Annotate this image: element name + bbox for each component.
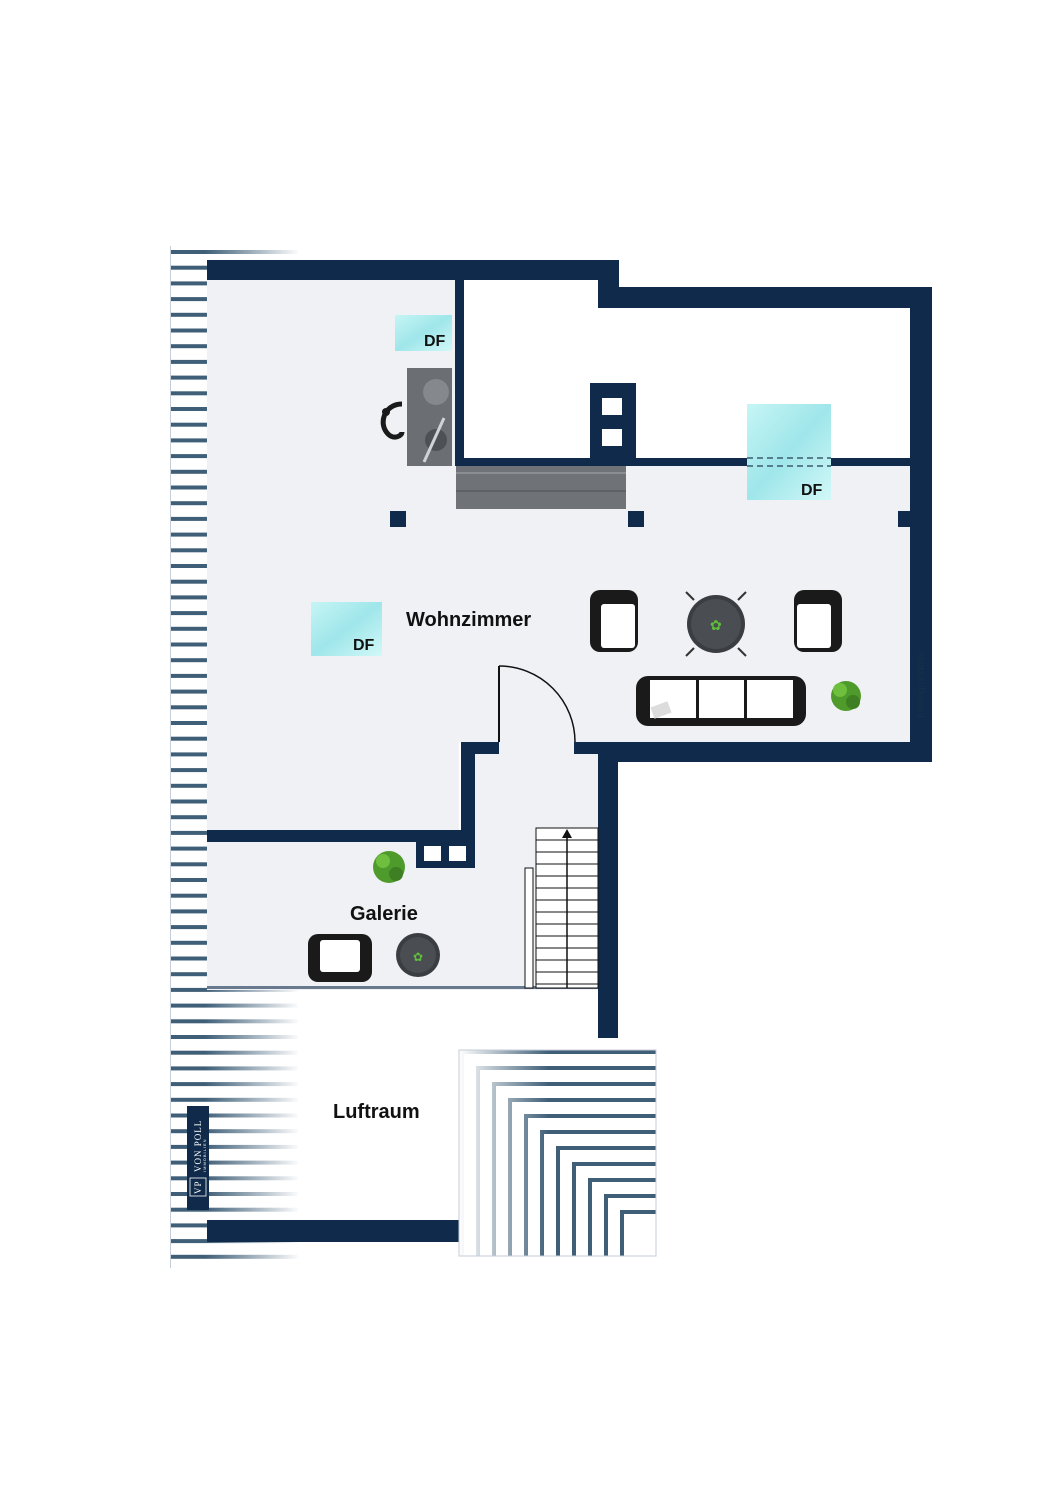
terrace-corner-slat (620, 1210, 656, 1256)
sofa-pillow (650, 701, 672, 719)
armchair-left-seat (601, 604, 635, 648)
galerie-plant-leaf-2 (389, 867, 403, 881)
wall-bottom (207, 1220, 459, 1242)
galerie-table-top (400, 937, 436, 973)
wall-stair-right (598, 742, 618, 1038)
sofa-cushion-3 (747, 680, 793, 718)
desk-lamp (423, 379, 449, 405)
terrace-edge (170, 246, 171, 1268)
wall-top-left (207, 260, 619, 280)
terrace-corner-slat (572, 1162, 656, 1256)
table-leg-1 (685, 591, 695, 601)
terrace-corner-slat (556, 1146, 656, 1256)
round-table-top (691, 599, 741, 649)
wall-right (910, 287, 932, 762)
chimney-vent-1 (602, 398, 622, 415)
skylight-1 (395, 315, 452, 351)
pillar-vent-2 (449, 846, 466, 861)
terrace-corner (458, 1049, 657, 1257)
skylight-2-label: DF (801, 482, 823, 499)
skylight-2 (747, 404, 831, 500)
door (498, 665, 576, 743)
chimney-vent-2 (602, 429, 622, 446)
wohnzimmer-floor-left (207, 280, 459, 832)
wall-door-right (574, 742, 598, 754)
galerie-plant-leaf-1 (376, 854, 390, 868)
wall-bottom-right (598, 742, 932, 762)
door-arc (498, 665, 576, 743)
wall-inner-bottom (455, 458, 910, 466)
logo: VP VON POLL IMMOBILIEN (187, 1106, 209, 1210)
plant-leaf-1 (833, 683, 847, 697)
armchair-right-seat (797, 604, 831, 648)
stair-railing (524, 867, 534, 989)
terrace-corner-slat (604, 1194, 656, 1256)
desk-pen (422, 417, 446, 463)
terrace-corner-border (458, 1049, 657, 1257)
logo-name: VON POLL (193, 1120, 203, 1172)
table-leg-2 (737, 591, 747, 601)
room-label-galerie: Galerie (350, 903, 418, 925)
counter-line-2 (456, 490, 626, 492)
post-3 (898, 511, 912, 527)
chimney (590, 383, 636, 458)
stair-arrow-icon (562, 829, 572, 838)
skylight-1-label: DF (424, 333, 446, 350)
logo-mark-box (189, 1177, 207, 1197)
low-roof-area (464, 306, 910, 458)
walls (207, 260, 932, 1242)
post-2 (628, 511, 644, 527)
desk-chair-icon (380, 401, 405, 440)
desk (380, 368, 452, 466)
logo-mark: VP (193, 1180, 203, 1194)
galerie-armchair-seat (320, 940, 360, 972)
counter-line (456, 472, 626, 474)
galerie-furniture: ✿ (308, 851, 440, 982)
logo-sub: IMMOBILIEN (202, 1138, 207, 1172)
galerie-railing (207, 986, 598, 989)
wall-top-right (598, 287, 932, 308)
table-leg-3 (685, 647, 695, 657)
logo-bar (187, 1106, 209, 1210)
chair-wheel (382, 408, 390, 416)
watermark: Immogrundriss (916, 652, 927, 718)
wall-inner-left (455, 280, 464, 466)
terrace-corner-slat (588, 1178, 656, 1256)
living-furniture: ✿ (590, 590, 861, 726)
galerie-table-plant-icon: ✿ (413, 950, 423, 964)
skylight-3 (311, 602, 382, 656)
plant-leaf-2 (846, 695, 860, 709)
skylights: DF DF DF (311, 315, 831, 656)
sofa-cushion-2 (699, 680, 744, 718)
table-plant-icon: ✿ (710, 619, 722, 634)
skylight-3-label: DF (353, 637, 375, 654)
room-label-wohnzimmer: Wohnzimmer (406, 609, 531, 631)
wall-wohn-galerie (207, 830, 475, 842)
room-label-luftraum: Luftraum (333, 1101, 420, 1123)
pillar-vent-1 (424, 846, 441, 861)
post-1 (390, 511, 406, 527)
terrace-corner-fade (459, 1050, 549, 1256)
wall-corridor-left (461, 742, 475, 842)
staircase (524, 827, 599, 989)
table-leg-4 (737, 647, 747, 657)
